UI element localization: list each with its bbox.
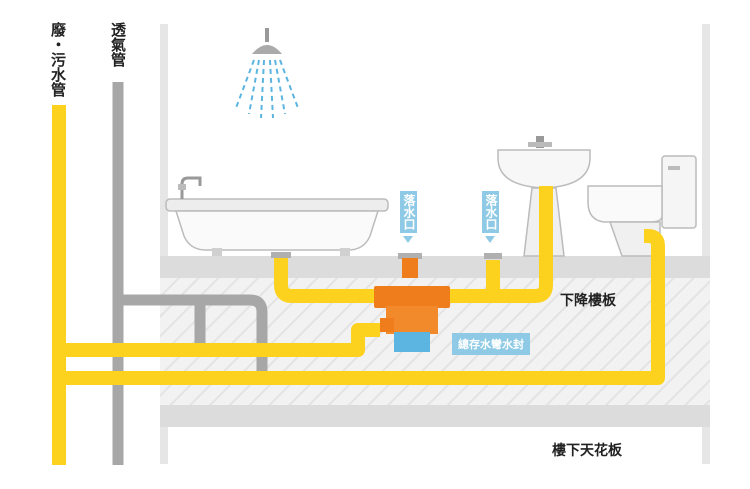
toilet-icon (587, 155, 697, 257)
vent-pipe-label: 透氣管 (109, 22, 127, 67)
waste-pipe (52, 105, 665, 465)
waste-pipe-label: 廢・污水管 (49, 22, 67, 97)
shower-head-icon (235, 28, 299, 119)
floor-drain-1-tag-pointer (403, 236, 413, 243)
vent-pipe (112, 82, 268, 465)
bathtub-icon (165, 176, 389, 256)
floor-drain-1-cap (398, 253, 422, 259)
lowered-slab-label: 下降樓板 (560, 293, 616, 309)
water-seal-label: 總存水彎水封 (452, 333, 530, 355)
floor-drain-2-tag: 落水口 (482, 191, 499, 233)
ceiling-slab (160, 405, 710, 427)
left-wall (160, 24, 168, 464)
ceiling-below-label: 樓下天花板 (552, 443, 622, 459)
floor-slab (160, 256, 710, 278)
right-wall (702, 24, 710, 464)
water-seal-trap (374, 258, 450, 352)
floor-drain-2-tag-pointer (485, 236, 495, 243)
floor-drain-2-cap (484, 253, 502, 259)
bathtub-drain (271, 252, 291, 258)
floor-drain-1-tag: 落水口 (400, 191, 417, 233)
